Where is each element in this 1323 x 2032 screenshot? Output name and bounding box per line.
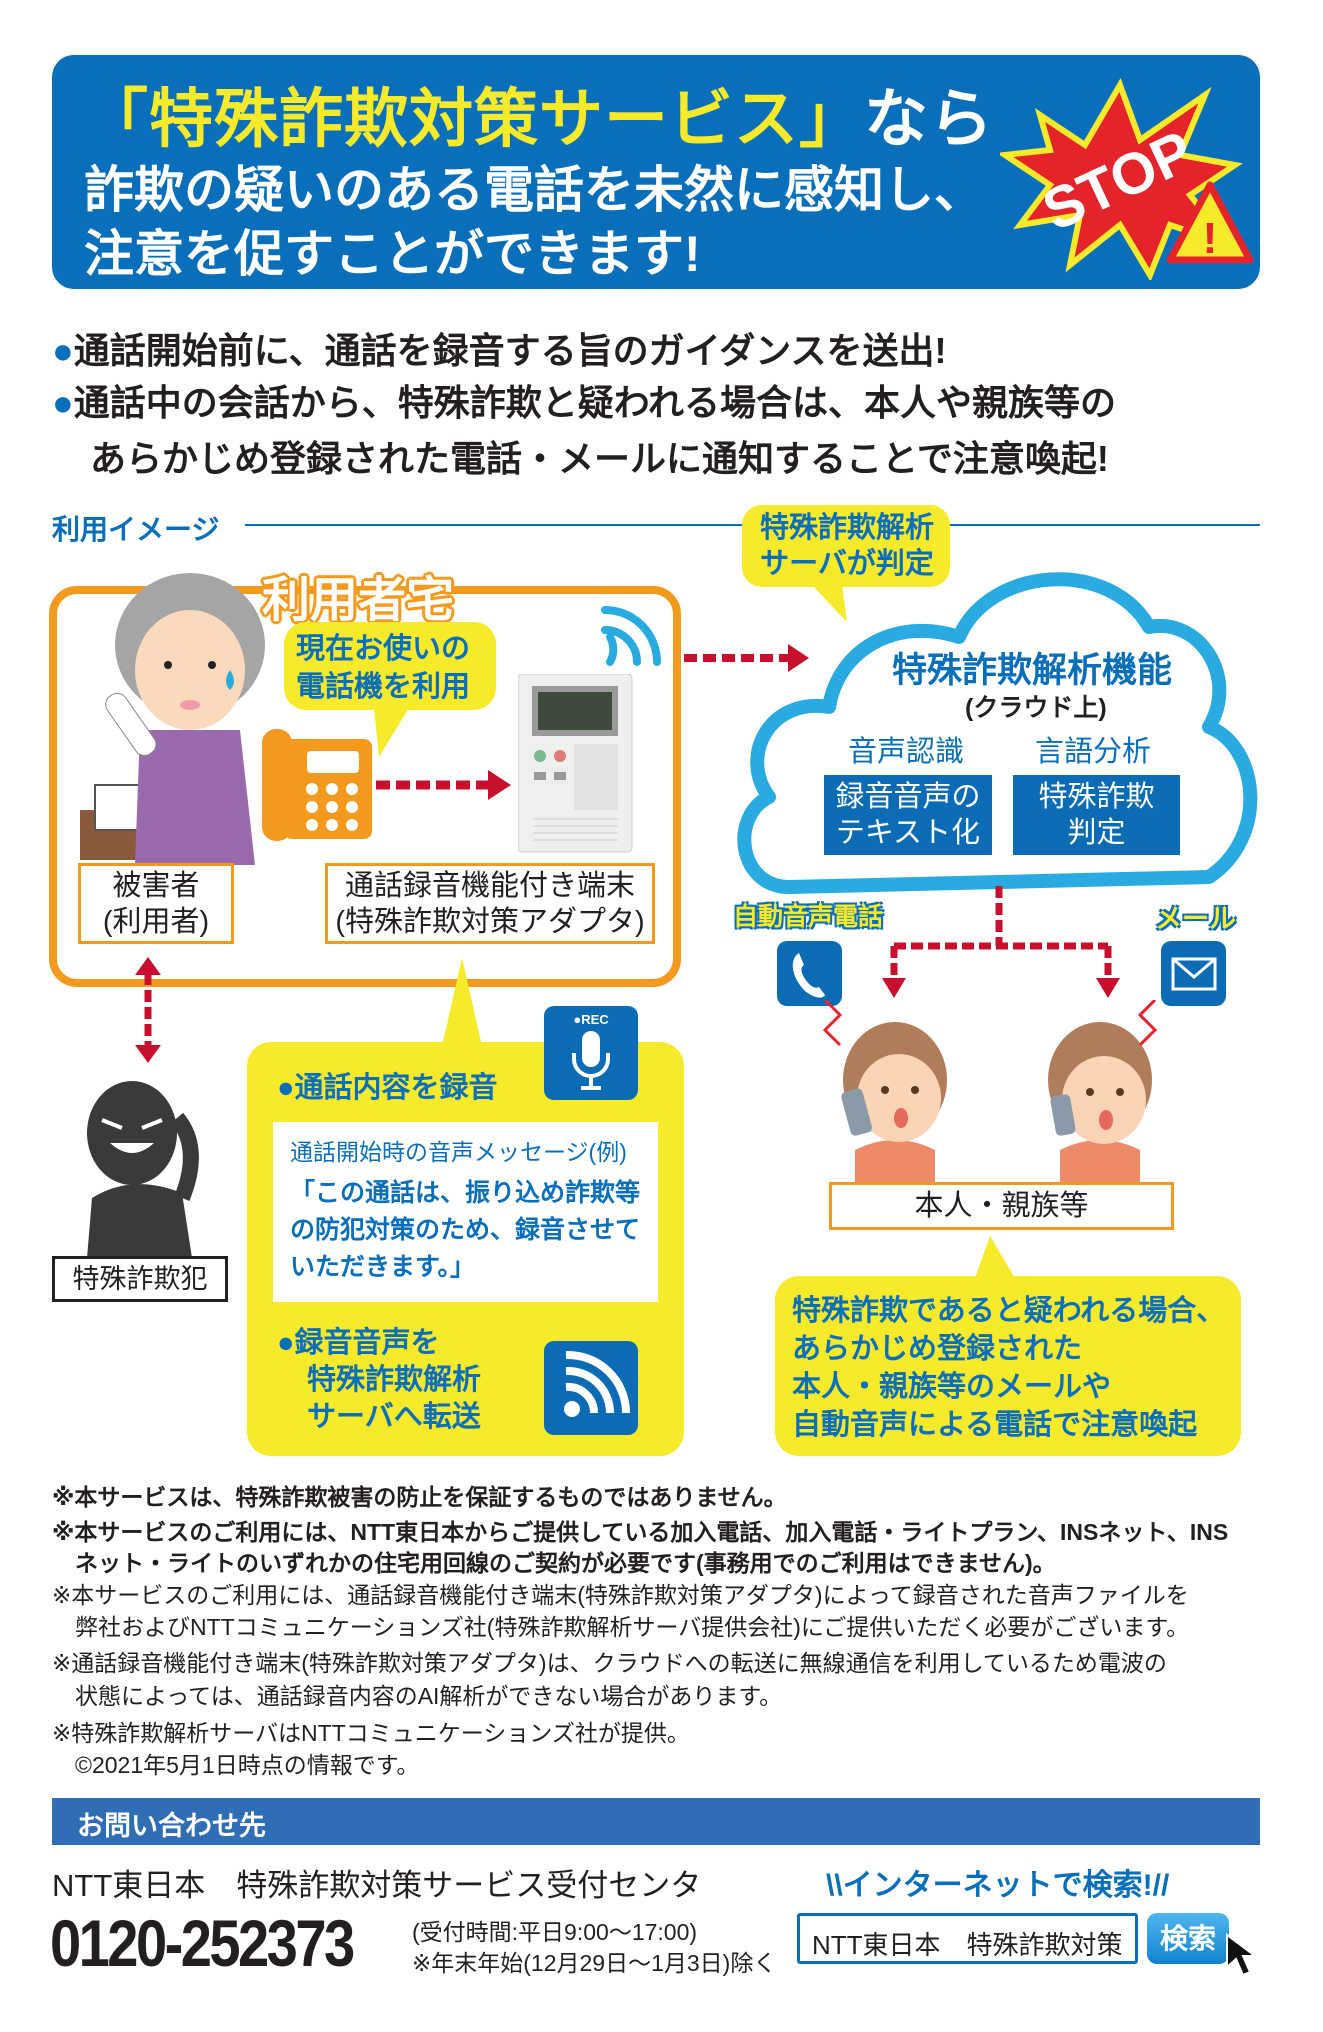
bullet-2-cont: あらかじめ登録された電話・メールに通知することで注意喚起! <box>90 438 1109 479</box>
cloud-title: 特殊詐欺解析機能 <box>892 651 1173 690</box>
holiday-note: ※年末年始(12月29日〜1月3日)除く <box>412 1950 777 1976</box>
header-line3: 注意を促すことができます! <box>84 226 701 282</box>
wireless-transfer-icon <box>544 1341 638 1435</box>
mail-label: メール <box>1155 904 1236 934</box>
fraudster-silhouette <box>87 1081 199 1258</box>
record-heading: ●通話内容を録音 <box>277 1072 498 1104</box>
fraud-judgment-box: 特殊詐欺判定 <box>1013 775 1180 855</box>
user-home-label: 利用者宅 <box>262 574 455 627</box>
internet-search-heading: \\インターネットで検索!// <box>826 1869 1170 1902</box>
auto-call-label: 自動音声電話 <box>733 903 884 931</box>
cloud-shape <box>737 572 1258 894</box>
device-label: 通話録音機能付き端末(特殊詐欺対策アダプタ) <box>325 863 655 944</box>
user-home-box <box>49 586 681 987</box>
message-caption: 通話開始時の音声メッセージ(例) <box>290 1139 627 1165</box>
note-1: ※本サービスは、特殊詐欺被害の防止を保証するものではありません。 <box>52 1484 787 1510</box>
dashed-double-arrow <box>135 957 161 1063</box>
center-name: NTT東日本 特殊詐欺対策サービス受付センタ <box>52 1868 702 1903</box>
family-members-illustration <box>822 1000 1158 1185</box>
phone-bubble: 現在お使いの電話機を利用 <box>296 633 471 703</box>
fraudster-label: 特殊詐欺犯 <box>52 1256 228 1302</box>
contact-bar: お問い合わせ先 <box>52 1798 1260 1845</box>
bullet-1: ●通話開始前に、通話を録音する旨のガイダンスを送出! <box>52 330 947 371</box>
note-3-cont: 弊社およびNTTコミュニケーションズ社(特殊詐欺解析サーバ提供会社)にご提供いた… <box>52 1614 1190 1640</box>
note-4-cont: 状態によっては、通話録音内容のAI解析ができない場合があります。 <box>52 1683 783 1709</box>
victim-label: 被害者(利用者) <box>78 863 234 944</box>
family-label: 本人・親族等 <box>829 1182 1174 1230</box>
cloud-subtitle: (クラウド上) <box>965 694 1107 722</box>
server-bubble-shape <box>742 505 950 622</box>
note-4: ※通話録音機能付き端末(特殊詐欺対策アダプタ)は、クラウドへの転送に無線通信を利… <box>52 1650 1167 1676</box>
search-input[interactable]: NTT東日本 特殊詐欺対策 <box>797 1913 1138 1964</box>
dashed-arrow-right <box>376 770 511 800</box>
dashed-arrow-to-cloud <box>684 644 809 672</box>
wireless-signal-icon <box>601 606 661 666</box>
phone-number[interactable]: 0120-252373 <box>50 1906 355 1980</box>
language-analysis-heading: 言語分析 <box>1035 736 1152 768</box>
family-bubble-text: 特殊詐欺であると疑われる場合、あらかじめ登録された本人・親族等のメールや自動音声… <box>792 1295 1226 1441</box>
dashed-branch-arrows <box>882 886 1120 998</box>
warning-icon <box>1166 181 1254 264</box>
rec-microphone-icon: ●REC <box>544 1006 638 1100</box>
note-3: ※本サービスのご利用には、通話録音機能付き端末(特殊詐欺対策アダプタ)によって録… <box>52 1582 1189 1608</box>
phone-bubble-shape <box>284 622 496 757</box>
smartphone-icon <box>841 1088 872 1136</box>
svg-text:!: ! <box>1203 214 1218 263</box>
service-name: 「特殊詐欺対策サービス」 <box>84 83 864 155</box>
search-button[interactable]: 検索 <box>1147 1913 1229 1964</box>
message-text: 「この通話は、振り込め詐欺等の防犯対策のため、録音させていただきます。」 <box>290 1179 641 1281</box>
elderly-woman-illustration <box>80 573 265 865</box>
mail-icon <box>1161 941 1226 1006</box>
note-2: ※本サービスのご利用には、NTT東日本からご提供している加入電話、加入電話・ライ… <box>52 1519 1229 1545</box>
cursor-arrow-icon <box>1226 1933 1258 1977</box>
title-suffix: なら <box>864 83 994 155</box>
speech-recognition-heading: 音声認識 <box>848 736 965 768</box>
server-bubble: 特殊詐欺解析サーバが判定 <box>759 512 934 580</box>
note-6: ©2021年5月1日時点の情報です。 <box>52 1752 420 1778</box>
voice-message-box <box>273 1122 658 1302</box>
family-bubble-shape <box>775 1236 1241 1456</box>
note-2-cont: ネット・ライトのいずれかの住宅用回線のご契約が必要です(事務用でのご利用はできま… <box>52 1550 1056 1576</box>
header-title: 「特殊詐欺対策サービス」なら <box>84 68 994 160</box>
stop-burst-icon: STOP ! <box>1000 77 1254 280</box>
header-line2: 詐欺の疑いのある電話を未然に感知し、 <box>84 162 984 218</box>
bullet-2: ●通話中の会話から、特殊詐欺と疑われる場合は、本人や親族等の <box>52 382 1116 423</box>
note-5: ※特殊詐欺解析サーバはNTTコミュニケーションズ社が提供。 <box>52 1720 690 1746</box>
recording-adapter-device <box>518 674 633 853</box>
transfer-heading: ●録音音声を特殊詐欺解析サーバへ転送 <box>277 1327 482 1433</box>
telephone-icon <box>262 729 372 841</box>
speech-to-text-box: 録音音声のテキスト化 <box>824 775 992 855</box>
section-title: 利用イメージ <box>52 514 220 545</box>
hours: (受付時間:平日9:00〜17:00) <box>412 1919 698 1945</box>
phone-call-icon <box>777 941 842 1006</box>
